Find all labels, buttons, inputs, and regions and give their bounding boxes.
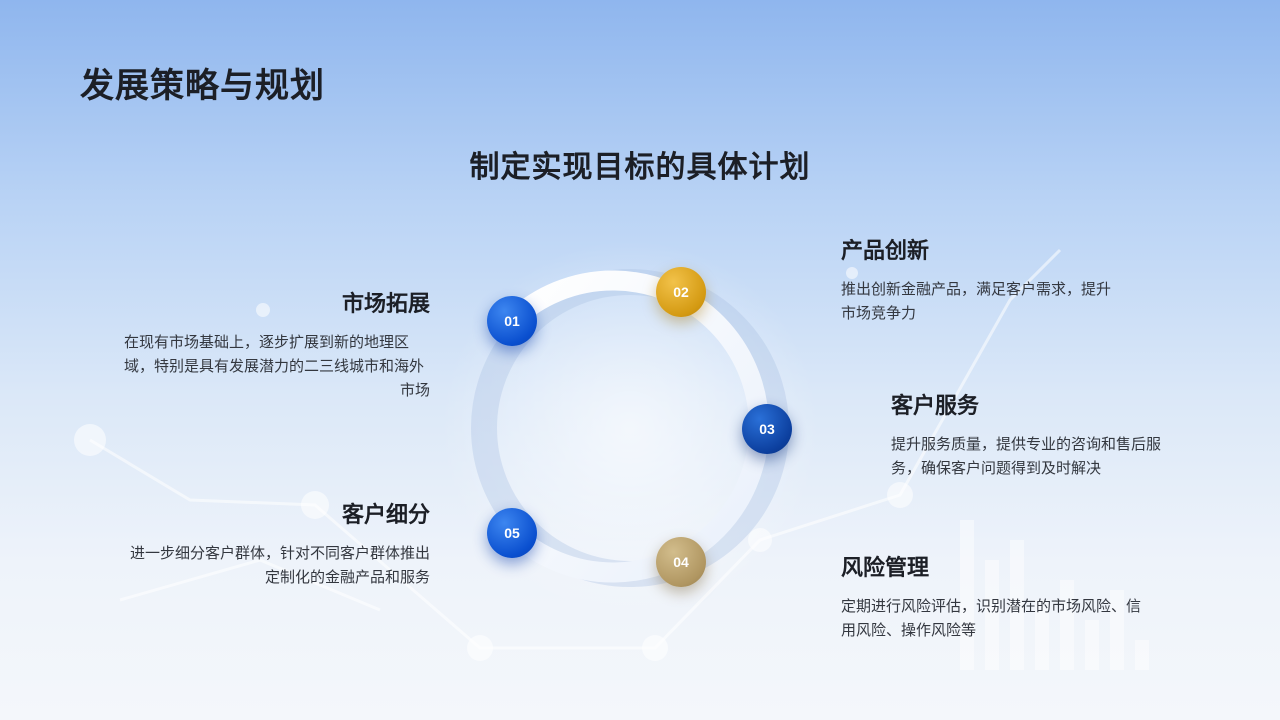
step-badge-03: 03 (742, 404, 792, 454)
item-heading: 客户服务 (891, 394, 980, 419)
step-badge-02: 02 (656, 267, 706, 317)
strategy-item-market-expansion: 市场拓展 在现有市场基础上，逐步扩展到新的地理区域，特别是具有发展潜力的二三线城… (124, 286, 430, 402)
item-description: 定期进行风险评估，识别潜在的市场风险、信用风险、操作风险等 (841, 597, 1142, 639)
page-title: 发展策略与规划 (80, 66, 325, 106)
strategy-item-product-innovation: 产品创新 推出创新金融产品，满足客户需求，提升市场竞争力 (841, 233, 1121, 325)
item-heading: 产品创新 (841, 239, 930, 264)
item-description: 推出创新金融产品，满足客户需求，提升市场竞争力 (841, 280, 1112, 322)
step-badge-04: 04 (656, 537, 706, 587)
item-heading: 风险管理 (841, 556, 930, 581)
step-badge-01: 01 (487, 296, 537, 346)
item-heading: 市场拓展 (341, 292, 430, 317)
item-description: 提升服务质量，提供专业的咨询和售后服务，确保客户问题得到及时解决 (891, 435, 1162, 477)
strategy-item-customer-segmentation: 客户细分 进一步细分客户群体，针对不同客户群体推出定制化的金融产品和服务 (124, 497, 430, 589)
item-description: 进一步细分客户群体，针对不同客户群体推出定制化的金融产品和服务 (129, 544, 430, 586)
item-heading: 客户细分 (341, 503, 430, 528)
strategy-item-customer-service: 客户服务 提升服务质量，提供专业的咨询和售后服务，确保客户问题得到及时解决 (891, 388, 1171, 480)
strategy-item-risk-management: 风险管理 定期进行风险评估，识别潜在的市场风险、信用风险、操作风险等 (841, 550, 1141, 642)
page-subtitle: 制定实现目标的具体计划 (469, 150, 811, 185)
step-badge-05: 05 (487, 508, 537, 558)
item-description: 在现有市场基础上，逐步扩展到新的地理区域，特别是具有发展潜力的二三线城市和海外市… (124, 333, 430, 399)
